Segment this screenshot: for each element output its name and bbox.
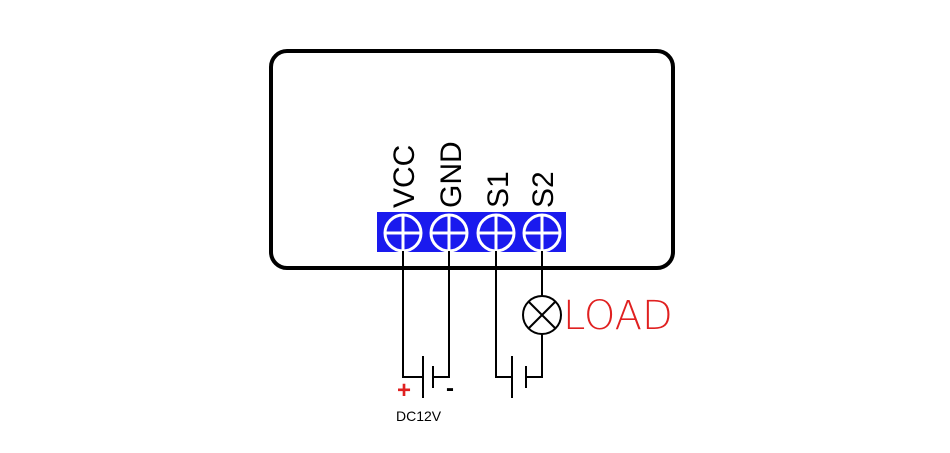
load-label: LOAD [563, 293, 673, 339]
supply-plus-sign: + [397, 377, 411, 404]
terminal-label-s1: S1 [482, 171, 515, 208]
module-body [269, 49, 675, 270]
load-lamp-icon [522, 295, 562, 335]
terminal-vcc-screw-icon [383, 213, 423, 253]
terminal-label-s2: S2 [527, 171, 560, 208]
battery-icon [422, 356, 434, 398]
terminal-s1-screw-icon [476, 213, 516, 253]
switch-icon [511, 356, 527, 398]
terminal-label-vcc: VCC [388, 145, 421, 208]
terminal-gnd-screw-icon [429, 213, 469, 253]
terminal-s2-screw-icon [522, 213, 562, 253]
wiring [402, 251, 543, 378]
supply-minus-sign: - [446, 375, 454, 402]
supply-voltage-label: DC12V [396, 408, 442, 424]
terminal-label-gnd: GND [435, 141, 468, 208]
